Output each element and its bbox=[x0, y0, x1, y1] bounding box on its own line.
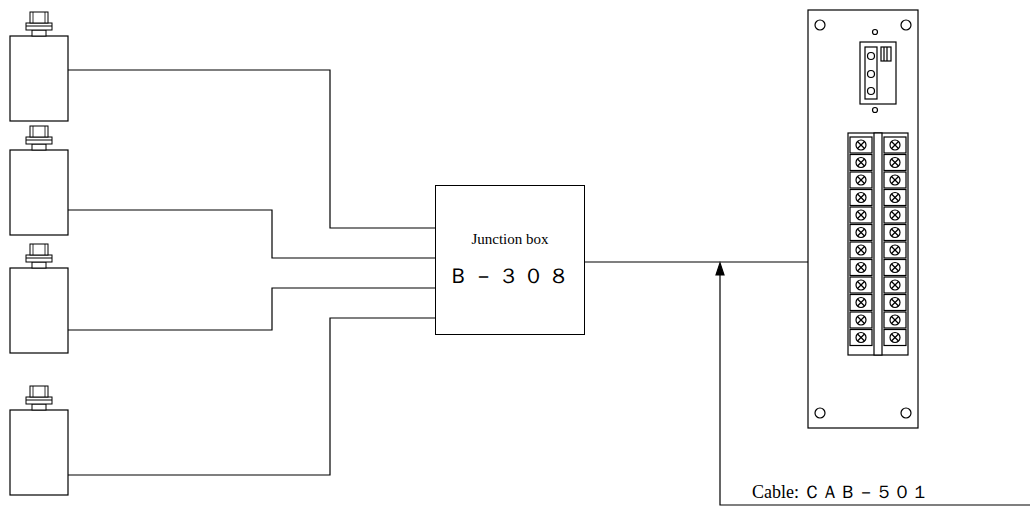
part-number: Ｂ－３０８ bbox=[448, 262, 573, 290]
box-title: Junction box bbox=[471, 231, 548, 248]
sensor-wires bbox=[68, 70, 808, 475]
cable-label: Cable: ＣＡＢ－５０１ bbox=[750, 480, 932, 504]
sensor-units bbox=[10, 12, 68, 495]
terminal-board bbox=[808, 10, 918, 428]
junction-box: Junction boxＢ－３０８ bbox=[435, 185, 585, 335]
